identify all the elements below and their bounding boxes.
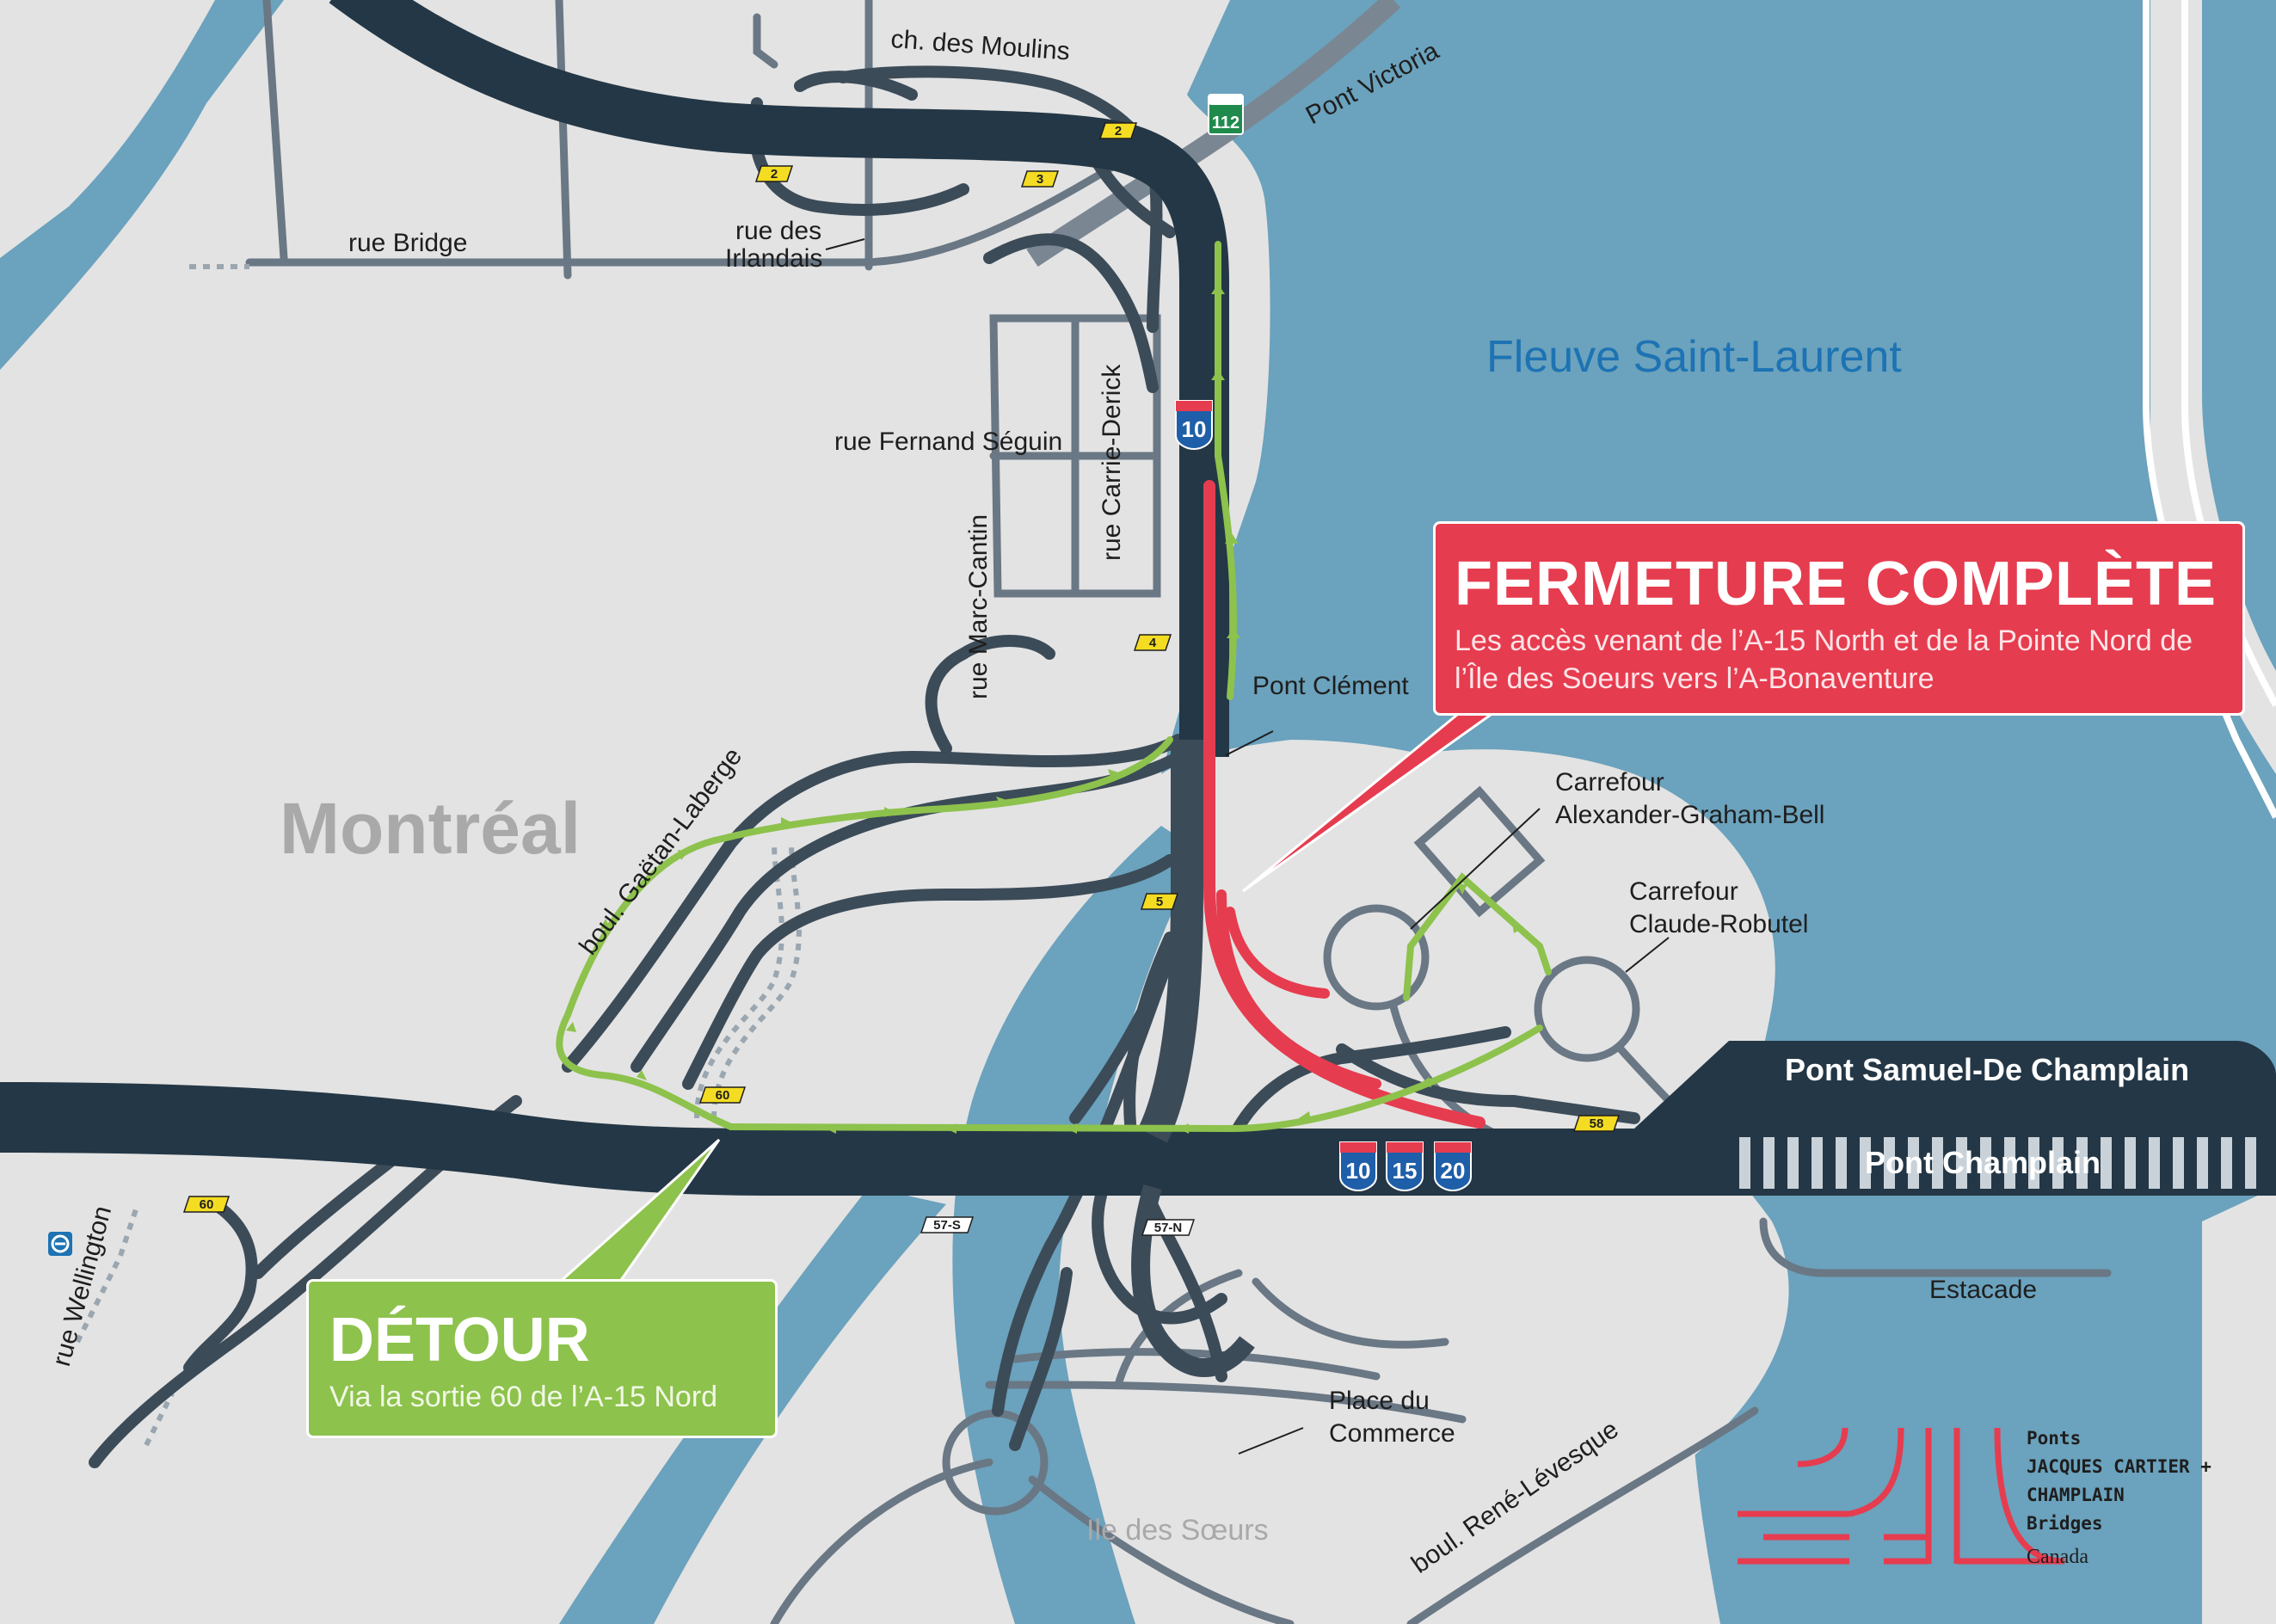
highway-a15-a20	[0, 1082, 2276, 1196]
leader-lines	[825, 238, 1670, 1455]
exit-label: 57-N	[1154, 1221, 1183, 1235]
label-place-du-commerce-2: Commerce	[1329, 1419, 1455, 1448]
a20-shield: 20	[1434, 1141, 1472, 1192]
highway-a10-south	[1131, 1184, 1255, 1377]
exit-marker: 2	[1098, 122, 1138, 139]
logo-line-2: JACQUES CARTIER +	[2027, 1456, 2211, 1477]
shield-number: 10	[1346, 1158, 1371, 1184]
exit-marker: 4	[1133, 634, 1172, 651]
metro-icon	[48, 1232, 72, 1256]
pont-victoria-road	[1026, 0, 1401, 267]
exit-marker: 3	[1020, 170, 1060, 188]
bridge-label-samuel-de-champlain: Pont Samuel-De Champlain	[1785, 1052, 2189, 1087]
island-label: Ile des Sœurs	[1086, 1514, 1269, 1547]
street-label-irlandais-1: rue des	[735, 217, 821, 245]
highway-bonaventure	[329, 0, 1229, 757]
a15-shield: 15	[1386, 1141, 1424, 1192]
street-label-carrie-derick: rue Carrie-Derick	[1098, 364, 1126, 561]
exit-label: 3	[1037, 172, 1043, 187]
exit-marker: 60	[182, 1196, 231, 1213]
exit-label: 2	[1115, 124, 1122, 138]
channel-ile-des-soeurs	[952, 826, 1290, 1624]
exit-label: 58	[1590, 1116, 1604, 1131]
exit-marker: 2	[754, 165, 794, 182]
logo-wordmark: Ponts JACQUES CARTIER + CHAMPLAIN Bridge…	[2027, 1424, 2211, 1538]
logo-line-1: Ponts	[2027, 1428, 2082, 1449]
label-carrefour-cr-1: Carrefour	[1629, 877, 1738, 906]
exit-marker: 57-S	[920, 1216, 975, 1233]
exit-marker: 5	[1140, 893, 1179, 910]
exit-label: 57-S	[933, 1218, 961, 1233]
detour-callout: DÉTOUR Via la sortie 60 de l’A-15 Nord	[306, 1279, 778, 1438]
bridge-label-champlain: Pont Champlain	[1865, 1145, 2101, 1180]
logo-line-4: Bridges	[2027, 1513, 2103, 1534]
detour-title: DÉTOUR	[329, 1306, 590, 1375]
shield-number: 10	[1182, 416, 1207, 442]
closure-description: Les accès venant de l’A-15 North et de l…	[1455, 624, 2193, 695]
label-estacade: Estacade	[1929, 1276, 2037, 1304]
east-bank-lower	[2202, 1187, 2276, 1624]
shield-number: 112	[1212, 114, 1239, 132]
detour-arrows	[566, 284, 1522, 1134]
city-label: Montréal	[280, 788, 581, 869]
roundabout-claude-robutel	[1534, 956, 1640, 1062]
exit-label: 60	[200, 1197, 214, 1212]
route-112-shield: 112	[1208, 94, 1244, 135]
label-carrefour-cr-2: Claude-Robutel	[1629, 910, 1808, 938]
exit-marker: 58	[1572, 1115, 1621, 1132]
exit-label: 5	[1156, 895, 1163, 909]
pont-champlain-stripes	[1739, 1137, 2256, 1189]
logo-line-3: CHAMPLAIN	[2027, 1485, 2125, 1505]
local-streets	[245, 0, 2112, 1624]
roundabout-alexander-graham-bell	[1323, 904, 1430, 1011]
pont-samuel-de-champlain-deck	[1634, 1041, 2276, 1135]
exit-marker: 57-N	[1141, 1219, 1196, 1236]
closure-route	[1203, 480, 1486, 1129]
street-label-fernand-seguin: rue Fernand Séguin	[834, 428, 1062, 456]
bridge-label-clement: Pont Clément	[1252, 672, 1409, 700]
a10-shield: 10	[1175, 400, 1213, 451]
label-place-du-commerce-1: Place du	[1329, 1387, 1430, 1415]
detour-description: Via la sortie 60 de l’A-15 Nord	[329, 1381, 718, 1413]
street-label-irlandais-2: Irlandais	[725, 244, 822, 273]
label-carrefour-agb-1: Carrefour	[1555, 768, 1664, 797]
detour-route	[556, 241, 1552, 1133]
canal-west	[0, 0, 284, 370]
river-label: Fleuve Saint-Laurent	[1486, 332, 1902, 382]
closure-title: FERMETURE COMPLÈTE	[1455, 550, 2218, 618]
rail-lines	[75, 264, 802, 1447]
exit-marker: 60	[698, 1086, 747, 1104]
label-carrefour-agb-2: Alexander-Graham-Bell	[1555, 801, 1824, 829]
jacques-cartier-champlain-logo	[1738, 1427, 2065, 1565]
river-saint-laurent	[1161, 0, 2276, 1624]
canada-wordmark: Canada	[2027, 1546, 2088, 1568]
shield-number: 20	[1441, 1158, 1466, 1184]
a10-shield: 10	[1339, 1141, 1377, 1192]
street-label-marc-cantin: rue Marc-Cantin	[964, 514, 993, 699]
exit-label: 60	[716, 1088, 730, 1103]
highway-bonaventure-south	[1137, 740, 1203, 1143]
exit-label: 4	[1149, 636, 1157, 650]
exit-label: 2	[771, 167, 778, 181]
closure-callout: FERMETURE COMPLÈTE Les accès venant de l…	[1433, 521, 2245, 716]
street-label-bridge: rue Bridge	[348, 229, 467, 257]
shield-number: 15	[1393, 1158, 1418, 1184]
